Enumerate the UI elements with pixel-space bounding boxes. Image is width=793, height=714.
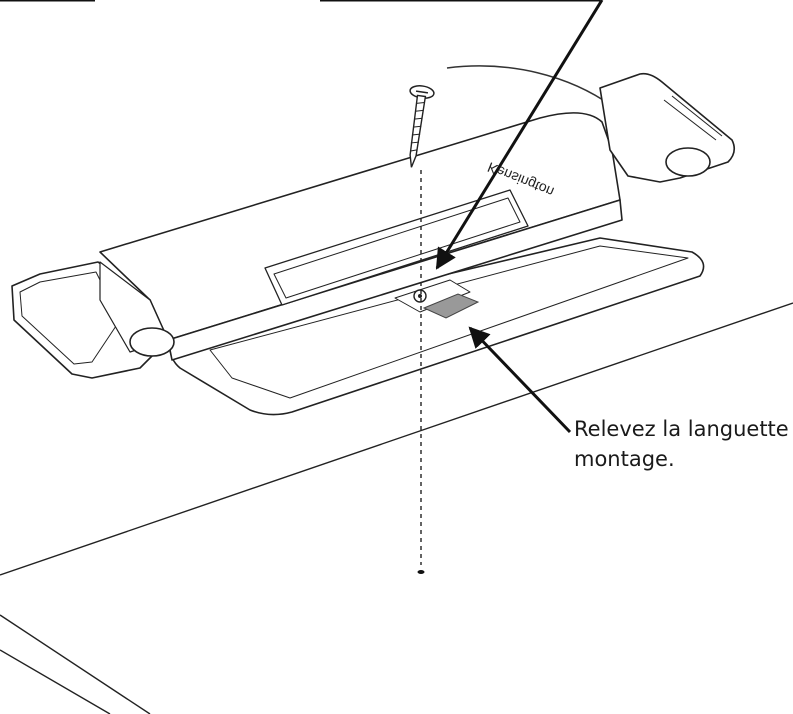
callout-line-1: Relevez la languette [574,417,789,441]
screw-icon [409,85,435,168]
mounting-tab [422,293,480,319]
desk-surface [0,302,793,714]
screw-hole [413,289,427,303]
callout-caption: Relevez la languette montage. [574,414,793,474]
top-callout-arrow [435,0,604,270]
cable [446,65,613,107]
device-body [11,72,736,416]
drill-point [417,570,425,574]
tab-callout-arrow [468,326,572,434]
callout-line-2: montage. [574,447,675,471]
